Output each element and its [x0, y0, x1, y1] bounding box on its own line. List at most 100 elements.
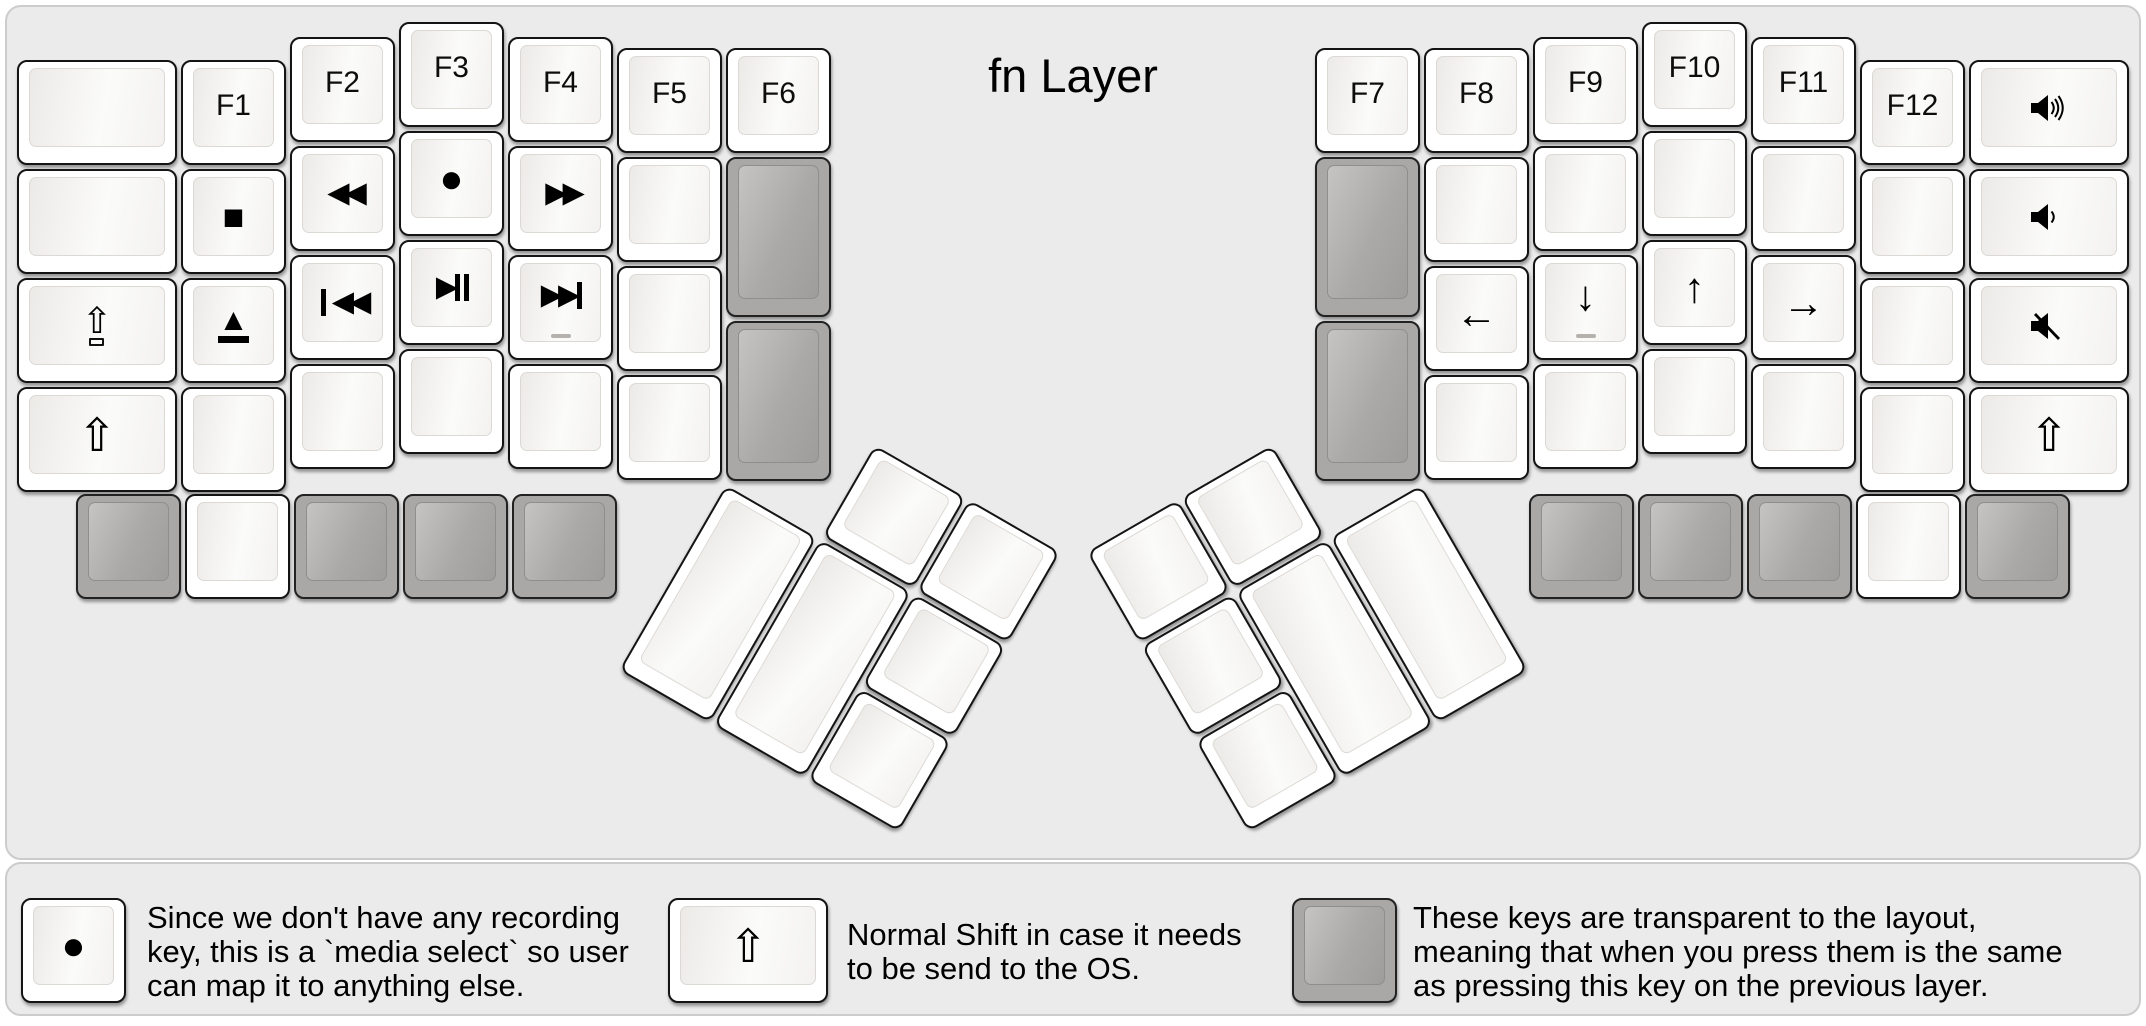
key-f6[interactable]: F6 [726, 48, 831, 153]
prev-track-icon: ◀◀ [319, 288, 371, 317]
key-blank[interactable] [290, 364, 395, 469]
key-f1[interactable]: F1 [181, 60, 286, 165]
key-blank[interactable] [185, 494, 290, 599]
key-volume-mute[interactable] [1969, 278, 2129, 383]
key-blank[interactable] [17, 169, 177, 274]
key-blank[interactable] [1860, 169, 1965, 274]
key-shift[interactable]: ⇧ [1969, 387, 2129, 492]
key-blank[interactable] [1751, 146, 1856, 251]
key-label: F12 [1886, 89, 1939, 122]
key-label: F8 [1458, 77, 1494, 110]
key-stop[interactable]: ■ [181, 169, 286, 274]
key-transparent[interactable] [294, 494, 399, 599]
keycap-top: ↓ [1545, 263, 1626, 342]
keycap-top: ◀◀ [302, 154, 383, 233]
keycap-top: F8 [1436, 56, 1517, 135]
keycap-top: ● [33, 906, 114, 985]
keycap-top [197, 502, 278, 581]
key-shift[interactable]: ⇧ [668, 898, 828, 1003]
key-f7[interactable]: F7 [1315, 48, 1420, 153]
key-volume-up[interactable] [1969, 60, 2129, 165]
arrow-right-icon: → [1782, 278, 1825, 326]
keycap-top: → [1763, 263, 1844, 342]
key-transparent[interactable] [403, 494, 508, 599]
key-blank[interactable] [181, 387, 286, 492]
key-arrow-right[interactable]: → [1751, 255, 1856, 360]
key-arrow-up[interactable]: ↑ [1642, 240, 1747, 345]
key-arrow-down[interactable]: ↓ [1533, 255, 1638, 360]
keycap-top: ▲ [193, 286, 274, 365]
arrow-up-icon: ↑ [1684, 263, 1705, 311]
key-transparent[interactable] [1638, 494, 1743, 599]
key-blank[interactable] [17, 60, 177, 165]
key-blank[interactable] [1860, 387, 1965, 492]
key-blank[interactable] [1856, 494, 1961, 599]
legend-text-line: to be send to the OS. [847, 951, 1140, 986]
key-f5[interactable]: F5 [617, 48, 722, 153]
key-volume-down[interactable] [1969, 169, 2129, 274]
key-play-pause[interactable]: ▶ [399, 240, 504, 345]
key-caps-lock[interactable]: ⇧ [17, 278, 177, 383]
key-blank[interactable] [617, 375, 722, 480]
key-blank[interactable] [1424, 375, 1529, 480]
key-fast-forward[interactable]: ▶▶ [508, 146, 613, 251]
keycap-top: F5 [629, 56, 710, 135]
caps-lock-icon: ⇧ [82, 302, 112, 347]
key-blank[interactable] [617, 157, 722, 262]
key-blank[interactable] [399, 349, 504, 454]
key-blank[interactable] [617, 266, 722, 371]
key-transparent[interactable] [1292, 898, 1397, 1003]
key-label: F1 [215, 89, 251, 122]
key-prev-track[interactable]: ◀◀ [290, 255, 395, 360]
legend-text-line: These keys are transparent to the layout… [1413, 900, 1977, 935]
key-transparent[interactable] [1965, 494, 2070, 599]
key-rewind[interactable]: ◀◀ [290, 146, 395, 251]
keycap-top: F1 [193, 68, 274, 147]
keycap-top: ⇧ [29, 286, 165, 365]
key-transparent[interactable] [1747, 494, 1852, 599]
key-blank[interactable] [508, 364, 613, 469]
keycap-top [1541, 502, 1622, 581]
key-shift[interactable]: ⇧ [17, 387, 177, 492]
key-f2[interactable]: F2 [290, 37, 395, 142]
volume-mute-icon [2028, 310, 2070, 342]
key-transparent[interactable] [512, 494, 617, 599]
keycap-top [629, 274, 710, 353]
key-transparent[interactable] [1315, 157, 1420, 317]
key-eject[interactable]: ▲ [181, 278, 286, 383]
key-transparent[interactable] [1529, 494, 1634, 599]
key-blank[interactable] [1424, 157, 1529, 262]
key-record[interactable]: ● [21, 898, 126, 1003]
key-f12[interactable]: F12 [1860, 60, 1965, 165]
legend-panel [5, 862, 2141, 1016]
key-blank[interactable] [1860, 278, 1965, 383]
key-f11[interactable]: F11 [1751, 37, 1856, 142]
keycap-top [88, 502, 169, 581]
key-f3[interactable]: F3 [399, 22, 504, 127]
record-icon: ● [61, 923, 86, 968]
key-blank[interactable] [1533, 364, 1638, 469]
key-record[interactable]: ● [399, 131, 504, 236]
key-next-track[interactable]: ▶▶ [508, 255, 613, 360]
keycap-top [1981, 286, 2117, 365]
key-blank[interactable] [1642, 349, 1747, 454]
key-blank[interactable] [1751, 364, 1856, 469]
key-transparent[interactable] [1315, 321, 1420, 481]
key-transparent[interactable] [76, 494, 181, 599]
legend-text-line: as pressing this key on the previous lay… [1413, 968, 1989, 1003]
legend-text-line: can map it to anything else. [147, 968, 525, 1003]
key-transparent[interactable] [726, 157, 831, 317]
key-label: F6 [760, 77, 796, 110]
key-f8[interactable]: F8 [1424, 48, 1529, 153]
key-f4[interactable]: F4 [508, 37, 613, 142]
next-track-icon: ▶▶ [537, 281, 585, 310]
key-transparent[interactable] [726, 321, 831, 481]
key-arrow-left[interactable]: ← [1424, 266, 1529, 371]
keycap-top: F11 [1763, 45, 1844, 124]
key-f9[interactable]: F9 [1533, 37, 1638, 142]
key-blank[interactable] [1533, 146, 1638, 251]
key-f10[interactable]: F10 [1642, 22, 1747, 127]
key-blank[interactable] [1642, 131, 1747, 236]
key-label: F9 [1567, 66, 1603, 99]
